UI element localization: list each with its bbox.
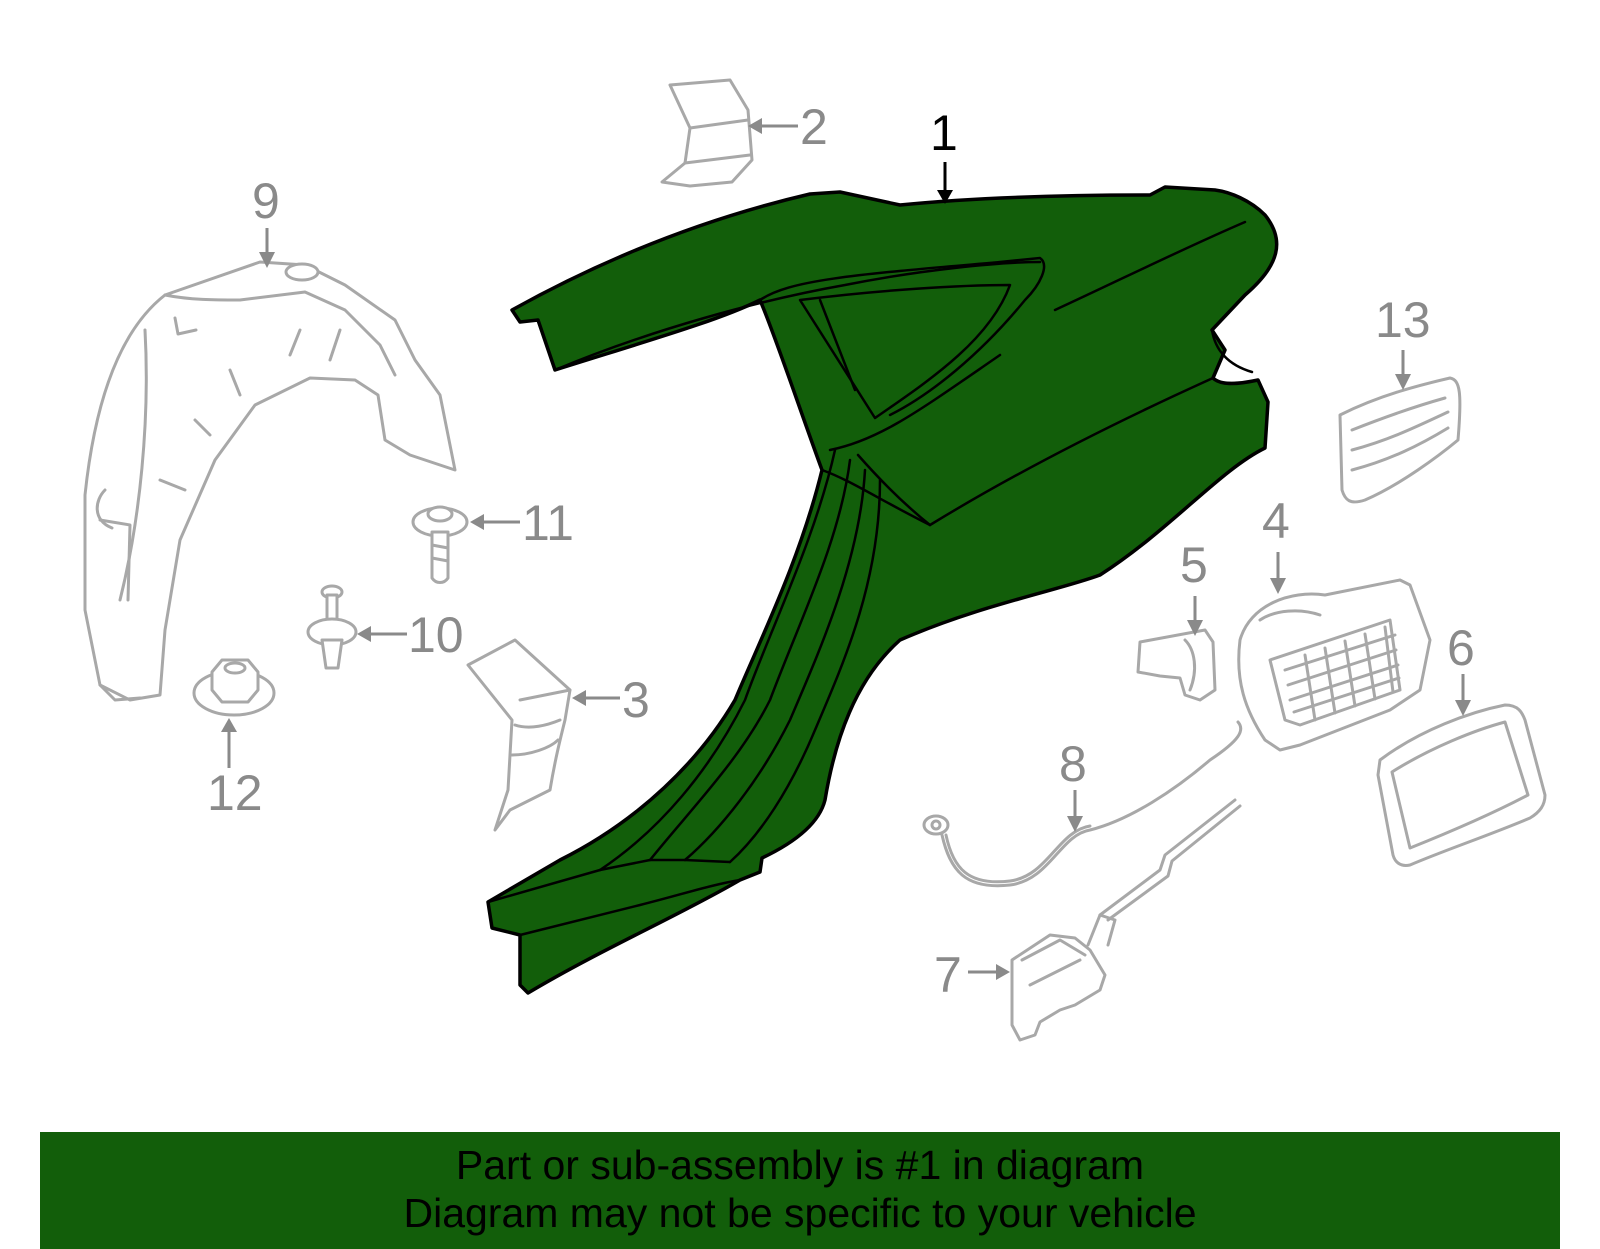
part-6-fuel-door[interactable] <box>1376 703 1547 867</box>
callout-4-leader <box>1270 552 1286 594</box>
callout-5-leader <box>1187 596 1203 636</box>
banner-line-2: Diagram may not be specific to your vehi… <box>403 1190 1197 1236</box>
callout-6-leader <box>1455 674 1471 716</box>
callout-10: 10 <box>408 607 464 663</box>
callout-3-leader <box>572 690 620 706</box>
callout-11-leader <box>470 514 520 530</box>
part-12-nut[interactable] <box>192 658 276 717</box>
callout-11: 11 <box>522 495 574 551</box>
callout-2-leader <box>748 118 798 134</box>
callout-9-leader <box>259 228 275 268</box>
part-10-push-clip[interactable] <box>306 584 358 670</box>
part-3-reinforcement[interactable] <box>466 638 572 832</box>
part-4-fuel-door-housing[interactable] <box>1237 578 1432 752</box>
callout-8: 8 <box>1059 736 1087 792</box>
part-8-release-cable[interactable] <box>922 720 1243 888</box>
part-1-quarter-panel[interactable] <box>486 185 1279 995</box>
callout-13-leader <box>1395 350 1411 390</box>
callout-8-leader <box>1067 790 1083 832</box>
callout-3: 3 <box>622 672 650 728</box>
part-9-wheelhouse-liner[interactable] <box>83 260 457 702</box>
callout-1: 1 <box>930 105 958 161</box>
callout-12: 12 <box>207 765 263 821</box>
callout-7: 7 <box>934 947 962 1003</box>
part-2-bracket[interactable] <box>660 78 754 188</box>
part-5-actuator[interactable] <box>1136 628 1217 702</box>
disclaimer-banner: Part or sub-assembly is #1 in diagram Di… <box>40 1132 1560 1249</box>
callout-9: 9 <box>252 173 280 229</box>
callout-5: 5 <box>1180 537 1208 593</box>
part-13-vent-grille[interactable] <box>1338 376 1462 504</box>
banner-line-1: Part or sub-assembly is #1 in diagram <box>455 1142 1145 1188</box>
part-7-lock-actuator[interactable] <box>1010 798 1242 1042</box>
callout-4: 4 <box>1262 493 1290 549</box>
callout-1-leader <box>937 162 953 204</box>
callout-2: 2 <box>800 99 828 155</box>
callout-13: 13 <box>1375 292 1431 348</box>
callout-12-leader <box>221 718 237 768</box>
callout-6: 6 <box>1447 620 1475 676</box>
callout-7-leader <box>968 964 1010 980</box>
callout-10-leader <box>357 626 407 642</box>
part-11-bolt[interactable] <box>411 505 469 584</box>
banner-background <box>40 1132 1560 1249</box>
